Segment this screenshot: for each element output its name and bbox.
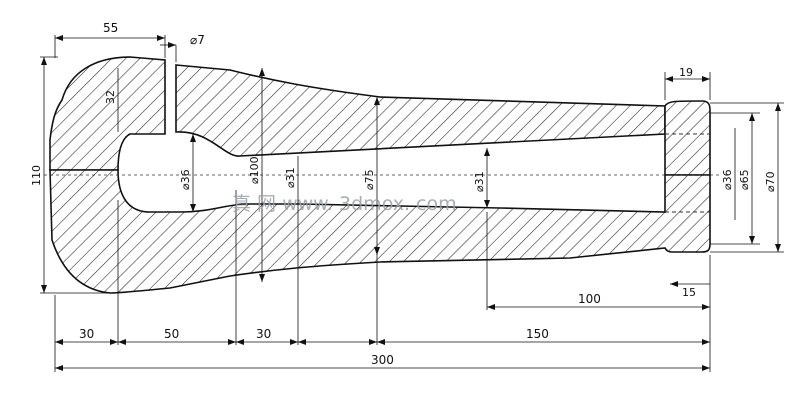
dim-100-length: 100 — [578, 292, 601, 306]
dim-55: 55 — [103, 21, 118, 35]
dim-150: 150 — [526, 327, 549, 341]
dim-75: ⌀75 — [363, 169, 376, 190]
dim-31-mid: ⌀31 — [473, 171, 486, 192]
dim-70: ⌀70 — [764, 171, 777, 192]
dim-19: 19 — [679, 66, 693, 79]
dim-15: 15 — [682, 286, 696, 299]
section-lower — [49, 169, 711, 294]
dim-32: 32 — [104, 90, 117, 104]
dim-30-b: 30 — [256, 327, 271, 341]
collar-upper — [664, 100, 711, 176]
dim-30-a: 30 — [79, 327, 94, 341]
dim-36-right: ⌀36 — [721, 169, 734, 190]
arrow-heads — [41, 35, 781, 371]
dim-110: 110 — [30, 165, 43, 186]
section-upper-right — [175, 64, 666, 157]
watermark: 真 网 www. 3dmox. com — [232, 193, 457, 215]
dim-50: 50 — [164, 327, 179, 341]
section-upper-left — [49, 56, 166, 171]
dim-100: ⌀100 — [248, 156, 261, 184]
dim-31-left: ⌀31 — [284, 167, 297, 188]
dim-300: 300 — [371, 353, 394, 367]
dim-36-left: ⌀36 — [179, 169, 192, 190]
dim-65: ⌀65 — [738, 169, 751, 190]
dimension-lines — [43, 37, 779, 369]
dim-7: ⌀7 — [190, 33, 205, 47]
